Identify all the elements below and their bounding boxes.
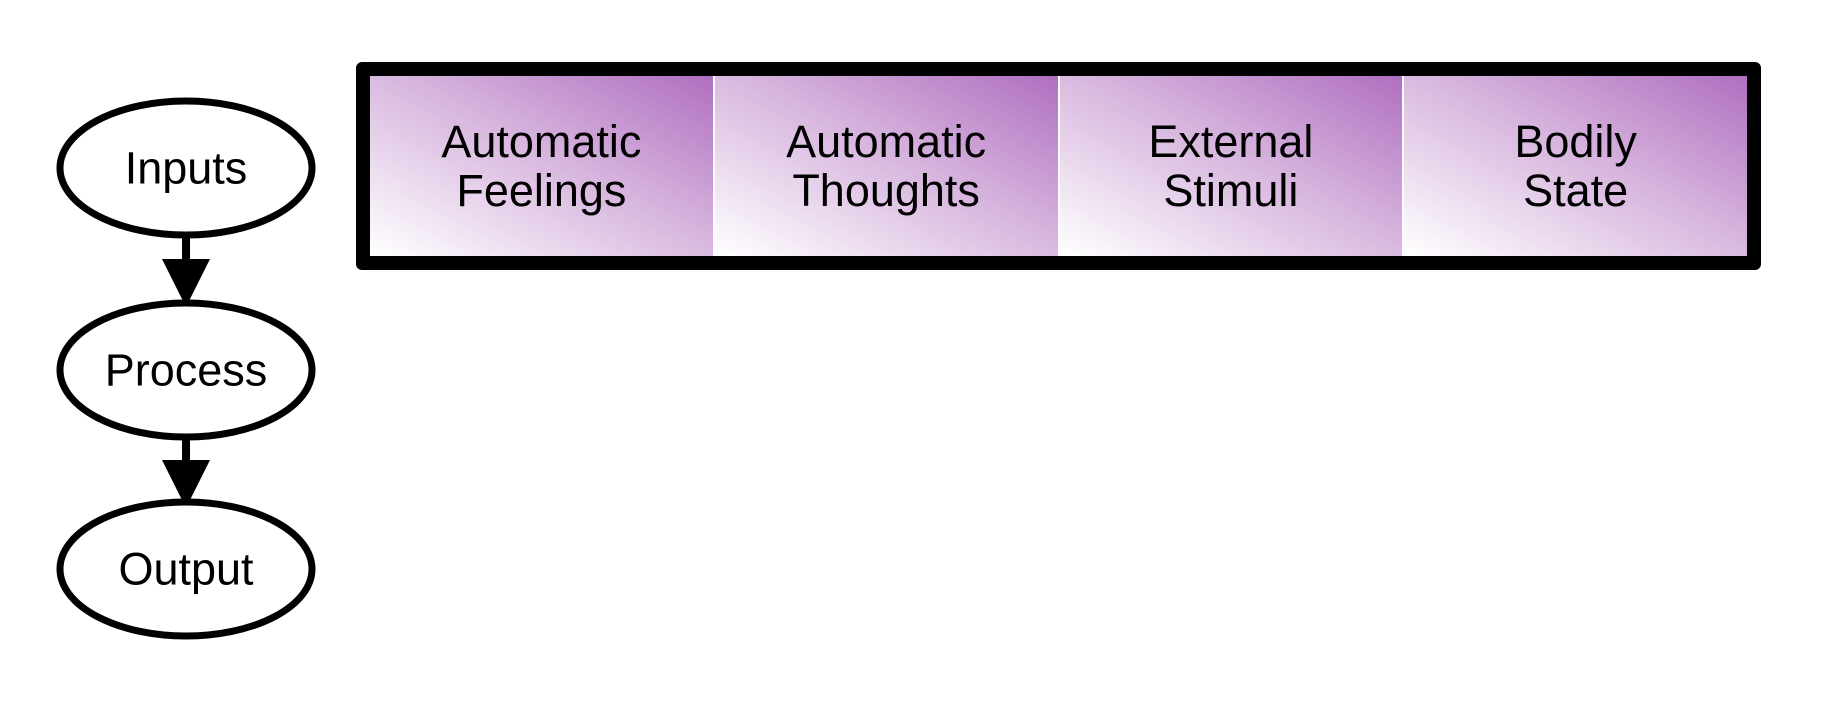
node-inputs-label: Inputs (125, 143, 248, 194)
input-cell-automatic-feelings: Automatic Feelings (370, 76, 713, 256)
input-cell-label: Automatic Thoughts (786, 116, 987, 216)
node-inputs: Inputs (56, 97, 316, 239)
input-cell-bodily-state: Bodily State (1404, 76, 1747, 256)
input-cell-automatic-thoughts: Automatic Thoughts (714, 76, 1058, 256)
node-output-label: Output (118, 544, 254, 595)
input-cell-label: Automatic Feelings (441, 116, 642, 216)
node-process-label: Process (105, 345, 268, 396)
inputs-panel: Automatic Feelings Automatic Thoughts Ex… (356, 62, 1761, 270)
input-cell-external-stimuli: External Stimuli (1059, 76, 1403, 256)
node-output: Output (56, 498, 316, 640)
node-process: Process (56, 299, 316, 441)
input-cell-label: Bodily State (1514, 116, 1637, 216)
node-inputs-shape (56, 97, 316, 239)
node-output-shape (56, 498, 316, 640)
input-cell-label: External Stimuli (1148, 116, 1314, 216)
node-process-shape (56, 299, 316, 441)
